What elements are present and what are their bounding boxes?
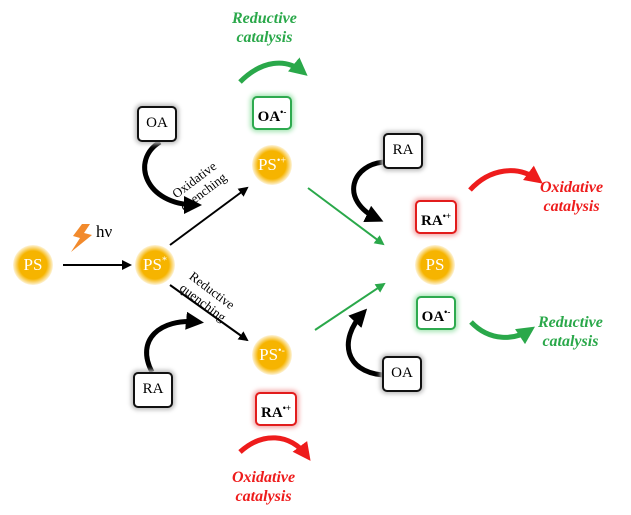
ps-excited-circle	[135, 245, 175, 285]
oxidative-catalysis-right-label: Oxidative catalysis	[540, 179, 604, 215]
oxidative-catalysis-bottom-arrow	[238, 435, 311, 461]
ps-oxidized-circle	[252, 145, 292, 185]
oa-reagent-box-right: OA	[382, 356, 422, 392]
oxidized-to-ps-arrow	[307, 187, 385, 246]
oa-radical-box-right: OA•-	[416, 296, 456, 330]
oa-right-curved-arrow	[345, 308, 384, 378]
lightning-bolt-icon	[71, 224, 92, 252]
ps-ground-label: PS	[23, 255, 43, 274]
oa-reagent-box-left: OA	[137, 106, 177, 142]
reductive-catalysis-right-label: Reductive catalysis	[538, 314, 603, 350]
ra-radical-box-bottom: RA•+	[255, 392, 297, 426]
reductive-catalysis-top-label: Reductive catalysis	[232, 10, 297, 46]
ra-reagent-box-left: RA	[133, 372, 173, 408]
ra-right-curved-arrow	[351, 159, 387, 222]
oxidative-catalysis-bottom-label: Oxidative catalysis	[232, 469, 296, 505]
reductive-catalysis-right-arrow	[469, 320, 535, 345]
ps-reduced-label: PS•-	[259, 345, 285, 364]
oxidative-quenching-arrow	[169, 186, 249, 246]
ps-regenerated-label: PS	[425, 255, 445, 274]
ra-reagent-box-right: RA	[383, 133, 423, 169]
oa-radical-box-top: OA•-	[252, 96, 292, 130]
reductive-catalysis-top-arrow	[238, 57, 308, 84]
reduced-to-ps-arrow	[314, 282, 386, 331]
ra-radical-box-right: RA•+	[415, 200, 457, 234]
ps-excited-label: PS*	[143, 255, 167, 274]
ps-regenerated-circle	[415, 245, 455, 285]
light-label: hν	[96, 222, 113, 241]
ps-oxidized-label: PS•+	[257, 155, 287, 174]
oxidative-catalysis-right-arrow	[468, 165, 543, 192]
oa-left-curved-arrow	[142, 139, 202, 214]
reductive-quenching-arrow	[169, 284, 249, 342]
ps-ground-circle	[13, 245, 53, 285]
ra-left-curved-arrow	[144, 311, 204, 374]
ps-reduced-circle	[252, 335, 292, 375]
